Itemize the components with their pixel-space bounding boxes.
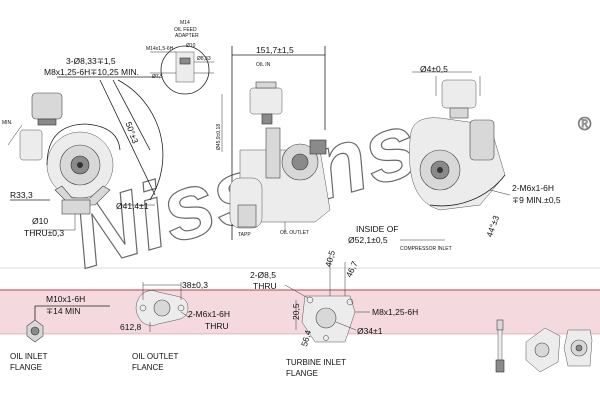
oil-feed-adapter [150, 45, 214, 95]
adapter-d2: M14x1,5-6H [146, 46, 174, 52]
oil-inlet-depth: ∓14 MIN [46, 306, 81, 316]
left-outlet-dia: Ø41,4±1 [116, 201, 149, 211]
center-note: TAPP [238, 232, 251, 238]
left-view [7, 76, 164, 231]
oil-outlet-dia: 612,8 [120, 322, 142, 332]
oil-inlet-caption-1: OIL INLET [10, 352, 48, 361]
turbine-d2: 46,7 [344, 259, 360, 278]
oil-outlet-caption-2: FLANCE [132, 363, 164, 372]
registered-mark: ® [578, 114, 591, 134]
adapter-d3: Ø8,33 [197, 56, 211, 62]
left-angle: 50°±3 [124, 120, 141, 145]
oil-inlet-flange [26, 305, 110, 343]
right-inside-of: INSIDE OF [356, 224, 399, 234]
right-inside-dia: Ø52,1±0,5 [348, 235, 388, 245]
left-thru: THRU±0,3 [24, 228, 64, 238]
oil-outlet-caption-1: OIL OUTLET [132, 352, 178, 361]
turbine-caption-2: FLANGE [286, 369, 318, 378]
turbine-d1: 40,5 [323, 249, 337, 268]
turbine-inlet-flange [284, 255, 370, 343]
oil-inlet-thread: M10x1-6H [46, 294, 85, 304]
right-angle: 44°±3 [484, 214, 501, 239]
left-small-note: MIN. [2, 120, 13, 126]
turbine-holes: 2-Ø8,5 [250, 270, 276, 280]
center-oil-in: OIL IN [256, 62, 271, 68]
left-thread-spec: M8x1,25-6H∓10,25 MIN. [44, 67, 139, 77]
oil-outlet-flange [135, 282, 191, 332]
turbine-d4: 56,4 [299, 329, 313, 348]
left-thread-top: 3-Ø8,33∓1,5 [66, 56, 116, 66]
turbine-dia: Ø34±1 [357, 326, 383, 336]
turbine-d3: 20,5 [291, 303, 301, 320]
adapter-d1: Ø10 [186, 43, 196, 49]
right-dia-top: Ø4±0,5 [420, 64, 448, 74]
center-dia-vertical: Ø45,9±0,18 [216, 124, 222, 150]
oil-outlet-spacing: 38±0,3 [182, 280, 208, 290]
adapter-title-2: OIL FEED [174, 27, 197, 33]
right-thread: 2-M6x1-6H [512, 183, 554, 193]
oil-outlet-thread: 2-M6x1-6H [188, 309, 230, 319]
accessory-gasket-2 [563, 329, 593, 367]
center-oil-out: OIL OUTLET [280, 230, 309, 236]
right-thread-depth: ∓9 MIN.±0,5 [512, 195, 561, 205]
left-hole: Ø10 [32, 216, 48, 226]
right-note: COMPRESSOR INLET [400, 246, 452, 252]
adapter-title-3: ADAPTER [175, 33, 199, 39]
oil-inlet-caption-2: FLANGE [10, 363, 42, 372]
center-view [221, 46, 331, 240]
right-view [400, 71, 511, 241]
left-radius: R33,3 [10, 190, 33, 200]
oil-outlet-thru: THRU [205, 321, 229, 331]
adapter-title-1: M14 [180, 20, 190, 26]
center-width: 151,7±1,5 [256, 45, 294, 55]
accessory-gasket-1 [525, 327, 561, 373]
turbine-caption-1: TURBINE INLET [286, 358, 346, 367]
adapter-d4: Ø7,5 [152, 74, 163, 80]
turbine-thread: M8x1,25-6H [372, 307, 418, 317]
turbine-thru: THRU [253, 281, 277, 291]
accessory-pipe [495, 319, 505, 373]
